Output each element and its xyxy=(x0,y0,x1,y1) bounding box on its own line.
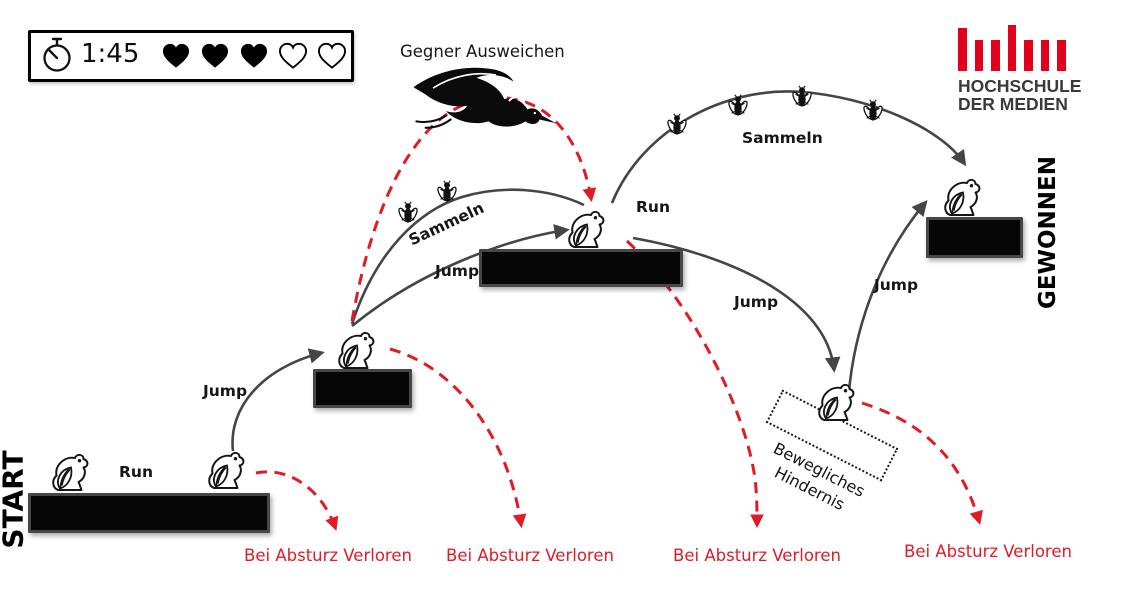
heart-empty-icon xyxy=(317,42,347,69)
fly-icon xyxy=(862,99,884,122)
frog-icon xyxy=(208,451,245,489)
timer-value: 1:45 xyxy=(81,39,140,69)
fall-lost-label-4: Bei Absturz Verloren xyxy=(904,542,1072,561)
run-1-label: Run xyxy=(119,463,154,481)
fly-icon xyxy=(666,113,688,136)
platform-goal xyxy=(926,217,1023,258)
platform-3 xyxy=(479,249,683,287)
fall-lost-label-1: Bei Absturz Verloren xyxy=(244,546,412,565)
fall-2-arrow xyxy=(389,347,527,529)
lives-row xyxy=(161,42,347,70)
collect-2-arrow xyxy=(610,90,967,204)
jump-2-label: Jump xyxy=(435,262,480,280)
frog-icon xyxy=(338,331,375,369)
collect-2-label: Sammeln xyxy=(742,129,823,147)
stopwatch-icon xyxy=(43,37,71,72)
frog-icon xyxy=(52,453,89,491)
fall-lost-label-3: Bei Absturz Verloren xyxy=(673,546,841,565)
jump-4-arrow xyxy=(847,200,928,392)
frog-icon xyxy=(818,383,855,421)
jump-2-arrow xyxy=(351,224,570,328)
fall-lost-label-2: Bei Absturz Verloren xyxy=(446,546,614,565)
jump-4-label: Jump xyxy=(874,276,919,294)
fall-4-arrow xyxy=(861,401,983,525)
jump-3-arrow xyxy=(632,236,841,373)
heart-filled-icon xyxy=(240,43,268,68)
jump-1-arrow xyxy=(231,348,325,452)
platform-2 xyxy=(313,369,412,408)
heart-empty-icon xyxy=(278,42,308,69)
fly-icon xyxy=(397,201,419,224)
hud-box: 1:45 xyxy=(28,30,354,82)
fly-icon xyxy=(727,94,749,117)
start-label: START xyxy=(0,450,30,549)
jump-1-label: Jump xyxy=(203,382,248,400)
frog-icon xyxy=(568,210,605,248)
run-2-label: Run xyxy=(636,198,671,216)
jump-3-label: Jump xyxy=(734,293,779,311)
platform-start xyxy=(28,493,270,533)
fly-icon xyxy=(436,180,458,203)
heart-filled-icon xyxy=(162,43,190,68)
collect-1-arc xyxy=(350,188,585,325)
enemy-label: Gegner Ausweichen xyxy=(400,42,565,61)
hdm-logo-line1: HOCHSCHULE xyxy=(958,76,1082,96)
fall-1-arrow xyxy=(255,470,339,531)
heron-bird-icon xyxy=(413,67,557,129)
heart-filled-icon xyxy=(201,43,229,68)
frog-icon xyxy=(944,178,981,216)
hdm-logo-line2: DER MEDIEN xyxy=(958,94,1068,115)
fly-icon xyxy=(791,85,813,108)
hdm-logo-text: HOCHSCHULE DER MEDIEN xyxy=(958,76,1082,115)
hdm-logo-bars-icon xyxy=(958,25,1066,71)
win-label: GEWONNEN xyxy=(1035,156,1061,309)
